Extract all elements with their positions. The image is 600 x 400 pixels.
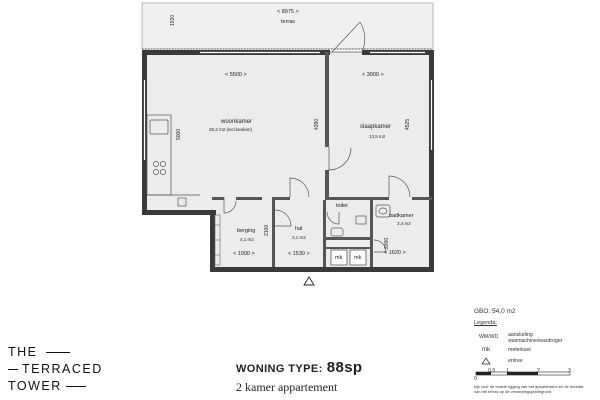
berging-label: berging	[237, 228, 256, 234]
toilet-label: toilet	[336, 203, 348, 209]
hal-area: 3,1 m2	[292, 235, 306, 240]
interior-walls	[212, 52, 432, 267]
badkamer-area: 3,4 m2	[397, 221, 411, 226]
woonkamer-dim-height: 5000	[176, 128, 182, 140]
bathroom-fixtures	[330, 204, 391, 237]
brand-line-3: TOWER	[8, 378, 103, 395]
terras-dim-width: < 8975 >	[277, 9, 299, 15]
badkamer-dim-width: < 1620 >	[384, 250, 406, 256]
doors	[223, 21, 411, 253]
note-line-2: van het terras op de verdiepingsplattegr…	[474, 389, 552, 394]
terras-label: terras	[281, 19, 296, 25]
legend-entree-desc: entree	[508, 358, 523, 364]
woning-subtitle: 2 kamer appartement	[236, 380, 338, 394]
scale-tick-3: 3	[568, 368, 571, 374]
legend-title: Legenda:	[474, 320, 497, 326]
slaapkamer-label: slaapkamer	[360, 124, 392, 130]
badkamer-label: badkamer	[389, 213, 414, 219]
legend-wm-key: WM/WD	[479, 334, 499, 340]
badkamer-dim-height: 2000	[384, 237, 390, 249]
meterkast-2-label: mk	[354, 255, 362, 261]
berging-dim-height: 2100	[264, 224, 270, 236]
berging-shelves	[214, 214, 221, 266]
gbo-value: GBO: 54,0 m2	[474, 308, 516, 315]
meterkast-1	[330, 249, 348, 266]
legend-mk-key: mk	[482, 347, 490, 353]
windows	[143, 51, 433, 160]
legend-entree-triangle	[481, 357, 491, 365]
brand-line-1: THE	[8, 344, 103, 361]
meterkast-2	[349, 249, 367, 266]
woning-type: WONING TYPE:88sp	[236, 359, 363, 376]
terrace-area	[141, 2, 434, 50]
woonkamer-dim-height-2: 4390	[314, 118, 320, 130]
slaapkamer-dim-height: 4525	[405, 118, 411, 130]
terras-dim-height: 1530	[170, 14, 176, 26]
legend-wm-desc-1: aansluiting	[508, 332, 533, 338]
scale-tick-05: 0,5	[488, 368, 496, 374]
scale-tick-0: 0	[474, 376, 477, 382]
slaapkamer-area: 13,5 m2	[369, 134, 386, 139]
scale-bar	[475, 371, 571, 376]
meterkast-1-label: mk	[335, 255, 343, 261]
hal-label: hal	[295, 226, 303, 232]
legend-mk-desc: meterkast	[508, 347, 531, 353]
slaapkamer-dim-width: < 3000 >	[362, 72, 384, 78]
brand-line-2: TERRACED	[8, 361, 103, 378]
apartment-floor	[145, 52, 433, 270]
woonkamer-area: 25,2 m2 (incl.keuken)	[209, 127, 253, 132]
berging-area: 4,1 m2	[240, 237, 254, 242]
hal-dim-width: < 1530 >	[288, 251, 310, 257]
brand-logo: THE TERRACED TOWER	[8, 344, 103, 395]
entrance-marker	[303, 276, 315, 286]
woonkamer-dim-width: < 5500 >	[225, 72, 247, 78]
note-line-1: kijk voor de exacte ligging van het appa…	[474, 384, 584, 389]
woonkamer-label: woonkamer	[221, 119, 253, 125]
berging-dim-width: < 1900 >	[233, 251, 255, 257]
legend-wm-desc-2: wasmachine/wasdroger	[508, 338, 563, 344]
scale-tick-2: 2	[537, 368, 540, 374]
kitchen-counter	[146, 114, 200, 207]
scale-tick-1: 1	[506, 368, 509, 374]
